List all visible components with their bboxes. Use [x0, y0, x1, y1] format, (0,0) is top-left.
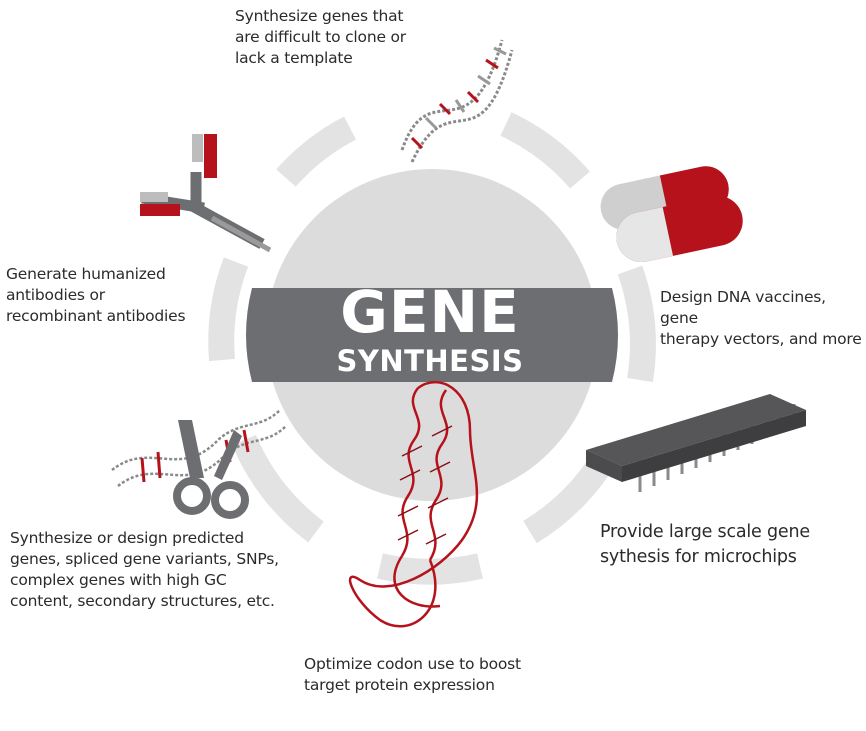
scissors-dna-icon	[111, 409, 287, 519]
capsule-icon	[600, 166, 743, 263]
antibody-icon	[140, 134, 272, 253]
dna-helix-icon	[400, 39, 514, 163]
protein-helix-icon	[348, 381, 479, 628]
caption-bottom: Optimize codon use to boost target prote…	[304, 655, 521, 694]
caption-bottom-right: Provide large scale gene sythesis for mi…	[600, 522, 810, 567]
diagram-title: GENE	[340, 278, 520, 346]
caption-bottom-left: Synthesize or design predicted genes, sp…	[10, 529, 279, 610]
caption-right: Design DNA vaccines, gene therapy vector…	[660, 288, 862, 348]
caption-top: Synthesize genes that are difficult to c…	[235, 7, 406, 67]
microchip-icon	[586, 394, 806, 492]
caption-left: Generate humanized antibodies or recombi…	[6, 265, 186, 325]
diagram-subtitle: SYNTHESIS	[336, 344, 524, 378]
center-banner	[246, 288, 618, 382]
